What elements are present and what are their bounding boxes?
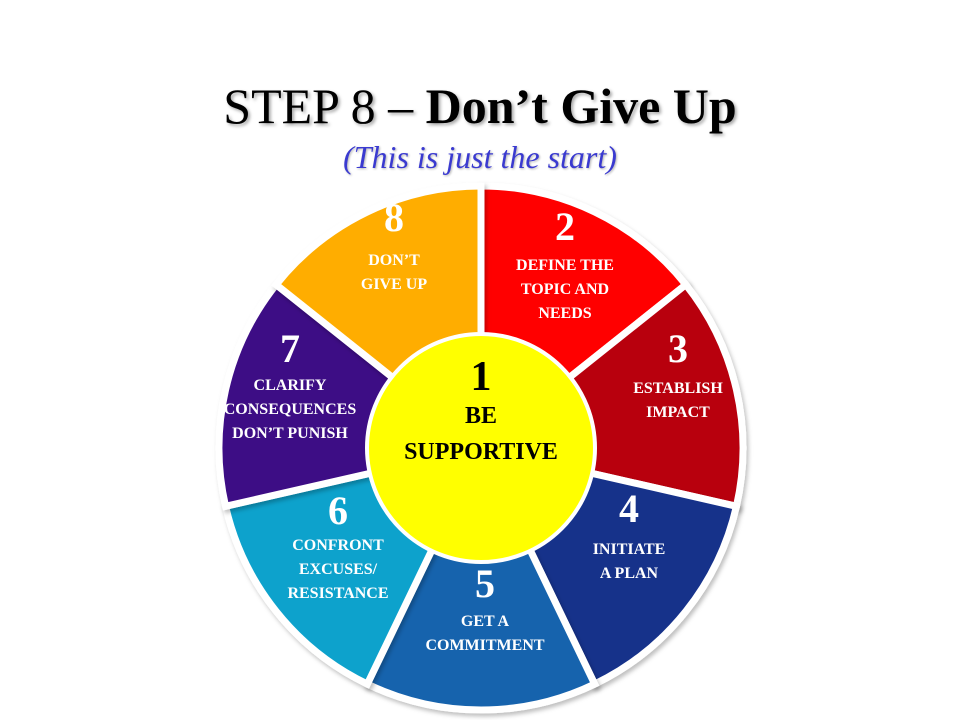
step-label-7-line-3: DON’T PUNISH bbox=[232, 425, 348, 442]
step-label-2-line-1: DEFINE THE bbox=[516, 257, 614, 274]
step-label-4-line-2: A PLAN bbox=[600, 565, 659, 582]
step-number-2: 2 bbox=[555, 204, 575, 249]
step-label-2-line-3: NEEDS bbox=[538, 305, 591, 322]
page-title: STEP 8 – Don’t Give Up bbox=[0, 78, 960, 134]
center-label-line-2: SUPPORTIVE bbox=[404, 439, 558, 465]
step-label-4-line-1: INITIATE bbox=[593, 541, 666, 558]
step-label-3-line-1: ESTABLISH bbox=[633, 380, 723, 397]
step-label-3-line-2: IMPACT bbox=[646, 404, 710, 421]
step-number-6: 6 bbox=[328, 488, 348, 533]
step-number-4: 4 bbox=[619, 486, 639, 531]
step-label-5-line-2: COMMITMENT bbox=[425, 637, 544, 654]
page-subtitle: (This is just the start) bbox=[343, 139, 617, 175]
center-circle bbox=[365, 332, 597, 564]
step-label-7-line-1: CLARIFY bbox=[254, 377, 327, 394]
step-number-7: 7 bbox=[280, 326, 300, 371]
center-number: 1 bbox=[471, 354, 492, 400]
step-number-3: 3 bbox=[668, 326, 688, 371]
step-number-5: 5 bbox=[475, 561, 495, 606]
step-label-5-line-1: GET A bbox=[461, 613, 510, 630]
step-label-6-line-2: EXCUSES/ bbox=[299, 561, 378, 578]
title-emphasis: Don’t Give Up bbox=[425, 78, 737, 134]
center-label-line-1: BE bbox=[465, 403, 497, 429]
title-prefix: STEP 8 – bbox=[223, 78, 414, 134]
wheel-segment-step-5 bbox=[362, 439, 600, 714]
step-label-7-line-2: CONSEQUENCES bbox=[224, 401, 357, 418]
step-label-6-line-1: CONFRONT bbox=[292, 537, 384, 554]
step-number-8: 8 bbox=[384, 195, 404, 240]
step-label-8-line-2: GIVE UP bbox=[361, 276, 427, 293]
step-label-6-line-3: RESISTANCE bbox=[287, 585, 388, 602]
step-label-2-line-2: TOPIC AND bbox=[521, 281, 609, 298]
step-label-8-line-1: DON’T bbox=[368, 252, 420, 269]
